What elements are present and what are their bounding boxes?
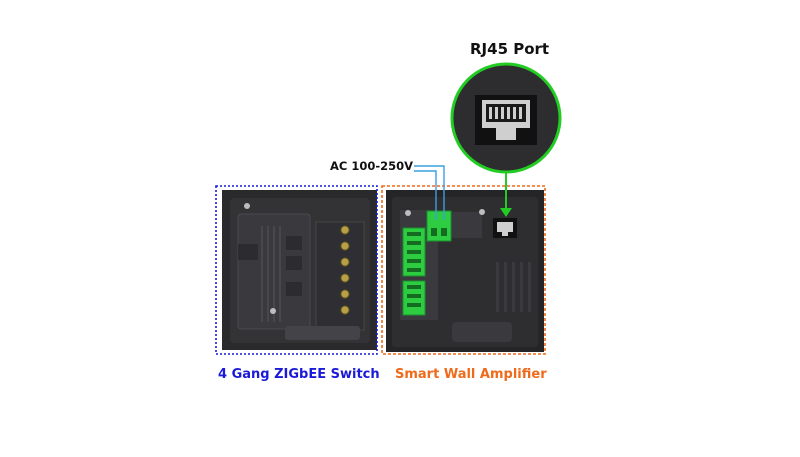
speaker-terminal-block xyxy=(402,227,426,316)
rj45-port-label: RJ45 Port xyxy=(470,40,550,58)
rj45-socket xyxy=(493,218,517,238)
ac-wire-lines xyxy=(414,165,445,220)
amplifier-outline xyxy=(381,185,546,355)
rj45-zoom xyxy=(450,62,562,174)
rj45-arrow xyxy=(500,172,512,217)
switch-panel xyxy=(222,190,377,350)
power-terminal-block xyxy=(426,210,452,242)
switch-label: 4 Gang ZIGbEE Switch xyxy=(218,367,380,382)
ac-input-label: AC 100-250V xyxy=(330,159,414,173)
amplifier-label: Smart Wall Amplifier xyxy=(395,367,547,382)
switch-outline xyxy=(215,185,378,355)
